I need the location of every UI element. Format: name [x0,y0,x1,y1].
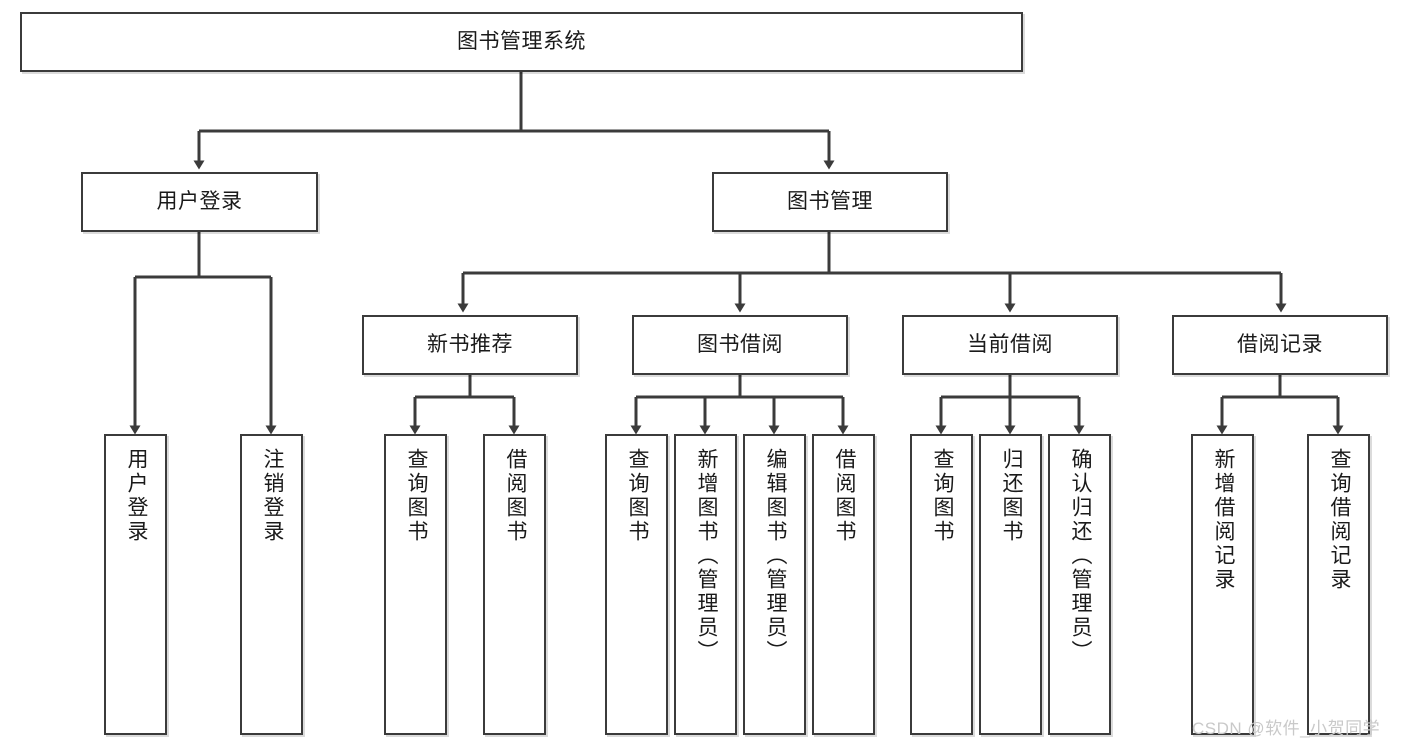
node-leaf-add-record[interactable]: 新增借阅记录 [1191,434,1254,735]
node-root-label: 图书管理系统 [457,29,586,53]
node-current-borrow-label: 当前借阅 [967,332,1053,356]
node-new-book-recommend[interactable]: 新书推荐 [362,315,578,375]
node-leaf-query-book-3-label: 查询图书 [930,448,954,544]
node-borrow-record-label: 借阅记录 [1237,332,1323,356]
node-leaf-add-book-label: 新增图书（管理员） [694,448,718,664]
node-leaf-borrow-book-1[interactable]: 借阅图书 [483,434,546,735]
node-book-management-label: 图书管理 [787,189,873,213]
node-leaf-query-book-2-label: 查询图书 [625,448,649,544]
node-leaf-query-book-2[interactable]: 查询图书 [605,434,668,735]
node-leaf-query-book-1-label: 查询图书 [404,448,428,544]
node-leaf-borrow-book-2[interactable]: 借阅图书 [812,434,875,735]
node-user-login[interactable]: 用户登录 [81,172,318,232]
node-borrow-record[interactable]: 借阅记录 [1172,315,1388,375]
node-leaf-edit-book-label: 编辑图书（管理员） [763,448,787,664]
node-leaf-return-book[interactable]: 归还图书 [979,434,1042,735]
node-user-login-label: 用户登录 [156,189,243,213]
node-book-borrow[interactable]: 图书借阅 [632,315,848,375]
node-current-borrow[interactable]: 当前借阅 [902,315,1118,375]
node-leaf-edit-book[interactable]: 编辑图书（管理员） [743,434,806,735]
node-new-book-recommend-label: 新书推荐 [427,332,513,356]
node-leaf-return-book-label: 归还图书 [999,448,1023,544]
node-leaf-user-logout-label: 注销登录 [260,448,284,544]
node-leaf-borrow-book-2-label: 借阅图书 [832,448,856,544]
node-leaf-query-record-label: 查询借阅记录 [1327,448,1351,592]
node-leaf-query-book-3[interactable]: 查询图书 [910,434,973,735]
node-leaf-user-login[interactable]: 用户登录 [104,434,167,735]
node-leaf-borrow-book-1-label: 借阅图书 [503,448,527,544]
node-leaf-user-login-label: 用户登录 [124,448,148,544]
node-leaf-confirm-return-label: 确认归还（管理员） [1068,448,1092,664]
node-leaf-add-record-label: 新增借阅记录 [1211,448,1235,592]
node-book-borrow-label: 图书借阅 [697,332,783,356]
node-leaf-query-book-1[interactable]: 查询图书 [384,434,447,735]
node-leaf-confirm-return[interactable]: 确认归还（管理员） [1048,434,1111,735]
csdn-watermark: CSDN @软件_小贺同学 [1192,719,1381,738]
node-leaf-add-book[interactable]: 新增图书（管理员） [674,434,737,735]
node-root[interactable]: 图书管理系统 [20,12,1023,72]
node-book-management[interactable]: 图书管理 [712,172,948,232]
node-leaf-query-record[interactable]: 查询借阅记录 [1307,434,1370,735]
node-leaf-user-logout[interactable]: 注销登录 [240,434,303,735]
